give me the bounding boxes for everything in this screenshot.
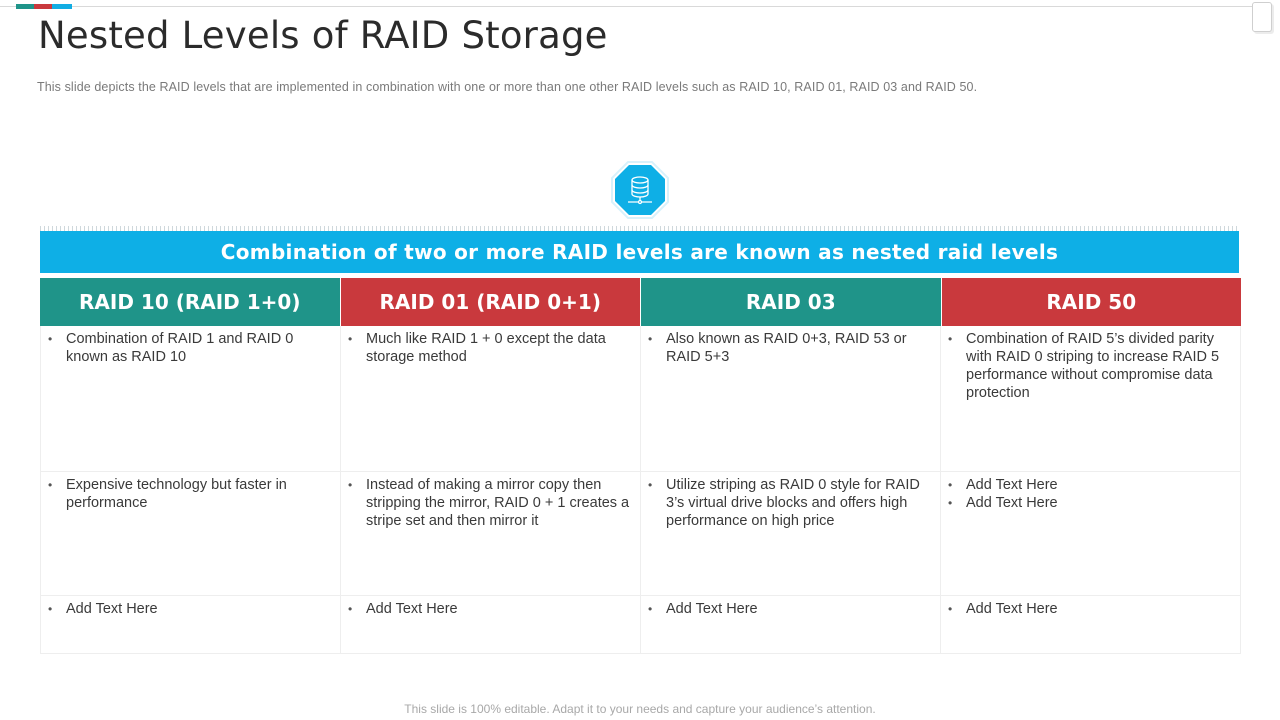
bullet-item: Much like RAID 1 + 0 except the data sto… bbox=[347, 330, 632, 366]
bullet-item: Add Text Here bbox=[347, 600, 632, 618]
bullet-item: Expensive technology but faster in perfo… bbox=[47, 476, 332, 512]
bullet-item: Also known as RAID 0+3, RAID 53 or RAID … bbox=[647, 330, 932, 366]
page-corner-icon bbox=[1252, 2, 1272, 32]
bullet-item: Instead of making a mirror copy then str… bbox=[347, 476, 632, 530]
header-raid-10: RAID 10 (RAID 1+0) bbox=[40, 278, 341, 326]
table-cell: Also known as RAID 0+3, RAID 53 or RAID … bbox=[640, 326, 940, 471]
accent-red bbox=[34, 4, 52, 9]
database-network-icon bbox=[611, 161, 669, 219]
header-raid-01: RAID 01 (RAID 0+1) bbox=[340, 278, 641, 326]
top-divider-line bbox=[0, 6, 1252, 7]
table-header-row: RAID 10 (RAID 1+0) RAID 01 (RAID 0+1) RA… bbox=[40, 278, 1241, 326]
accent-blue bbox=[52, 4, 72, 9]
table-cell: Much like RAID 1 + 0 except the data sto… bbox=[340, 326, 640, 471]
table-row: Combination of RAID 1 and RAID 0 known a… bbox=[40, 326, 1241, 472]
table-cell: Combination of RAID 5’s divided parity w… bbox=[940, 326, 1241, 471]
bullet-item: Combination of RAID 1 and RAID 0 known a… bbox=[47, 330, 332, 366]
bullet-item: Utilize striping as RAID 0 style for RAI… bbox=[647, 476, 932, 530]
table-cell: Add Text Here bbox=[340, 596, 640, 653]
bullet-item: Add Text Here bbox=[947, 476, 1232, 494]
table-cell: Add Text Here bbox=[40, 596, 340, 653]
table-cell: Expensive technology but faster in perfo… bbox=[40, 472, 340, 595]
bullet-item: Combination of RAID 5’s divided parity w… bbox=[947, 330, 1232, 402]
table-cell: Utilize striping as RAID 0 style for RAI… bbox=[640, 472, 940, 595]
table-cell: Add Text Here bbox=[940, 596, 1241, 653]
table-cell: Instead of making a mirror copy then str… bbox=[340, 472, 640, 595]
bullet-item: Add Text Here bbox=[947, 600, 1232, 618]
accent-teal bbox=[16, 4, 34, 9]
table-row: Expensive technology but faster in perfo… bbox=[40, 472, 1241, 596]
table-cell: Add Text Here bbox=[640, 596, 940, 653]
page-title: Nested Levels of RAID Storage bbox=[38, 14, 608, 57]
footer-note: This slide is 100% editable. Adapt it to… bbox=[404, 702, 876, 716]
table-row: Add Text Here Add Text Here Add Text Her… bbox=[40, 596, 1241, 654]
raid-comparison-table: RAID 10 (RAID 1+0) RAID 01 (RAID 0+1) RA… bbox=[40, 278, 1241, 654]
summary-banner: Combination of two or more RAID levels a… bbox=[40, 231, 1239, 273]
table-cell: Combination of RAID 1 and RAID 0 known a… bbox=[40, 326, 340, 471]
bullet-item: Add Text Here bbox=[47, 600, 332, 618]
table-cell: Add Text Here Add Text Here bbox=[940, 472, 1241, 595]
bullet-item: Add Text Here bbox=[947, 494, 1232, 512]
header-raid-03: RAID 03 bbox=[641, 278, 942, 326]
bullet-item: Add Text Here bbox=[647, 600, 932, 618]
header-raid-50: RAID 50 bbox=[941, 278, 1241, 326]
accent-bar bbox=[16, 4, 72, 9]
page-subtitle: This slide depicts the RAID levels that … bbox=[37, 80, 978, 94]
dotted-ruler bbox=[40, 226, 1239, 231]
